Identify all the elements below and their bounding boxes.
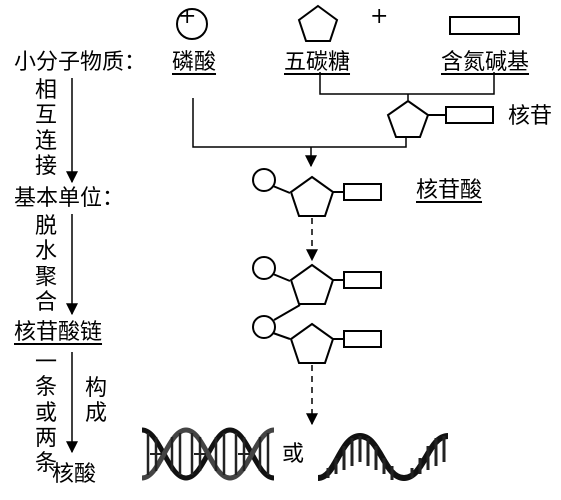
nucleotide-symbol: [252, 168, 382, 217]
connector-sugar-base: [319, 72, 495, 95]
connect-step-label: 相互连接: [34, 78, 57, 179]
basic-unit-label: 基本单位：: [14, 186, 125, 211]
rna-single-strand-image: [317, 432, 449, 482]
plus-sign-1: +: [178, 4, 197, 29]
phosphate-symbol: [176, 8, 208, 40]
nucleoside-symbol: [386, 99, 494, 138]
phosphate-label: 磷酸: [172, 50, 217, 75]
nucleotide-label: 核苷酸: [416, 178, 483, 203]
pentose-symbol: [297, 4, 339, 42]
base-symbol: [449, 16, 520, 35]
plus-sign-2: +: [370, 4, 389, 29]
one-or-two-label: 一条或两条: [34, 350, 57, 477]
nucleotide-chain: [252, 256, 382, 364]
connector-phosphate-nucleoside: [192, 98, 407, 148]
nucleoside-label: 核苷: [508, 104, 553, 129]
dna-double-helix-image: [141, 427, 275, 481]
dehydration-step-label: 脱水聚合: [34, 214, 57, 315]
or-label: 或: [282, 442, 305, 467]
nucleotide-chain-label: 核苷酸链: [14, 320, 103, 345]
base-label: 含氮碱基: [441, 50, 530, 75]
nucleic-acid-label: 核酸: [52, 462, 97, 487]
compose-label: 构成: [84, 376, 107, 427]
pentose-label: 五碳糖: [284, 50, 351, 75]
small-molecules-label: 小分子物质：: [14, 50, 147, 75]
